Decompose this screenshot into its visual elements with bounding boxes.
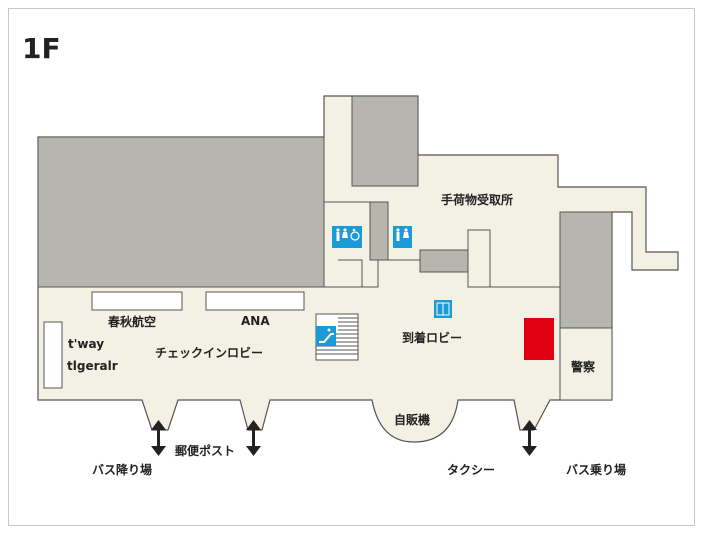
small-block <box>419 249 469 273</box>
tigerair-label: tlgeralr <box>67 359 118 373</box>
stairs <box>315 313 359 361</box>
baggage-claim-label: 手荷物受取所 <box>441 192 513 207</box>
column-block <box>369 201 389 261</box>
up-down-arrow-icon <box>246 420 261 456</box>
red-block <box>524 318 554 360</box>
bus-departure-label: バス乗り場 <box>566 462 626 477</box>
arrival-lobby-label: 到着ロビー <box>402 330 462 345</box>
up-down-arrow-icon <box>522 420 537 456</box>
spring-airlines-label: 春秋航空 <box>107 314 156 329</box>
restroom-walls <box>324 201 560 288</box>
inner-wall <box>467 229 491 287</box>
counter-tway <box>43 321 63 389</box>
restroom-icon <box>393 226 412 248</box>
map-frame <box>8 8 695 526</box>
baggage-room <box>351 95 419 187</box>
police-label: 警察 <box>570 359 596 374</box>
bus-arrival-label: バス降り場 <box>92 462 152 477</box>
counter-ana <box>205 291 305 311</box>
counter-spring <box>91 291 183 311</box>
up-down-arrow-icon <box>151 420 166 456</box>
taxi-label: タクシー <box>447 463 495 477</box>
checkin-block <box>37 136 325 288</box>
checkin-lobby-label: チェックインロビー <box>155 345 263 360</box>
police-block <box>559 211 613 329</box>
elevator-icon <box>434 300 452 318</box>
police-office <box>559 327 613 401</box>
vending-label: 自販機 <box>394 412 430 427</box>
tway-label: t'way <box>68 337 104 351</box>
post-label: 郵便ポスト <box>175 443 235 458</box>
restroom-accessible-icon <box>332 226 362 248</box>
ana-label: ANA <box>241 314 270 328</box>
floor-label: 1F <box>22 32 61 65</box>
escalator-icon <box>316 326 336 346</box>
